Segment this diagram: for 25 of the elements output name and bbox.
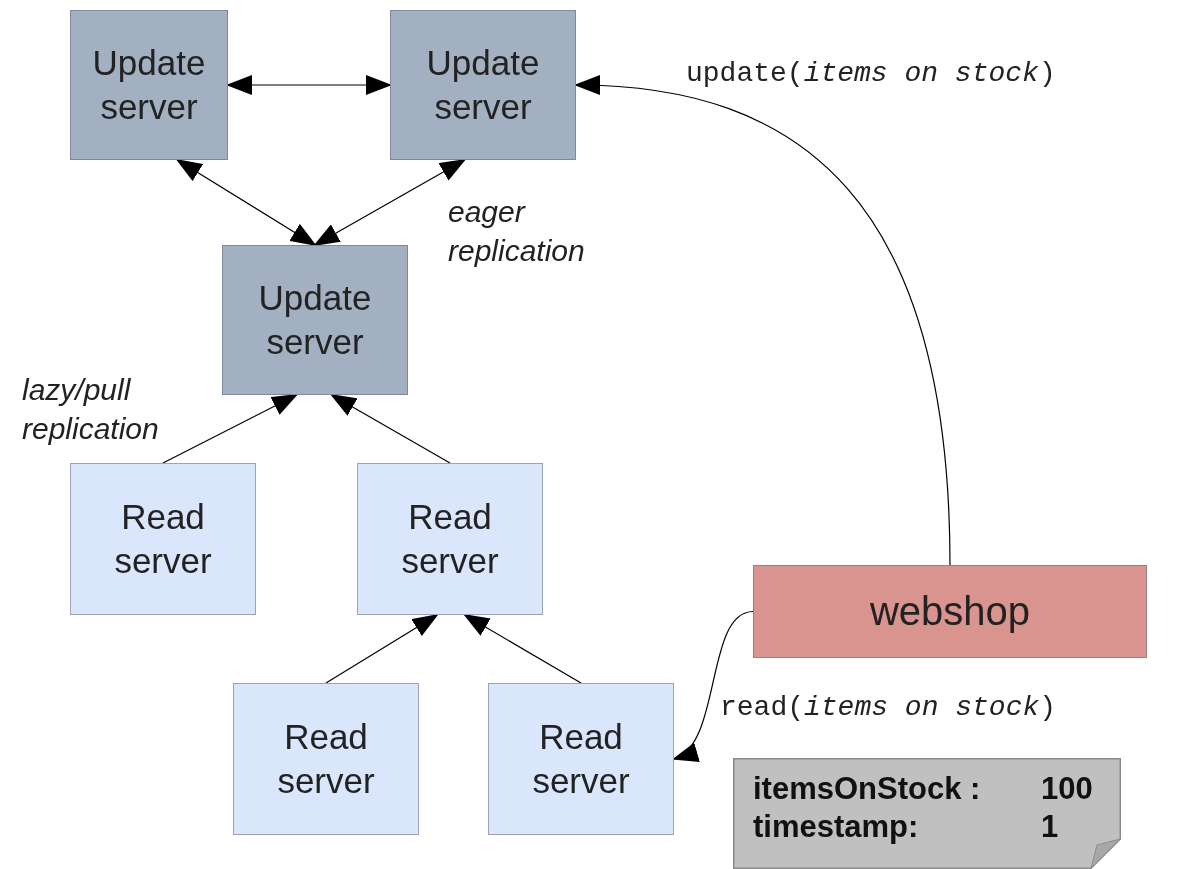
arrow [325,613,439,684]
update-server-box: Update server [70,10,228,160]
read-server-box: Read server [488,683,674,835]
update-server-box: Update server [390,10,576,160]
arrow [672,610,754,760]
webshop-box: webshop [753,565,1147,658]
read-server-box: Read server [70,463,256,615]
read-server-box: Read server [233,683,419,835]
edge-label: eager replication [448,194,586,269]
update-server-box: Update server [222,245,408,395]
arrow [226,75,392,95]
note-key: timestamp: [753,810,919,845]
function-call-label: read(items on stock) [720,692,1057,723]
arrow [313,159,467,246]
note-value: 1 [1041,810,1059,845]
note-key: itemsOnStock : [753,772,981,807]
note-value: 100 [1041,772,1093,807]
arrow [574,76,951,566]
edge-label: lazy/pull replication [22,372,160,447]
arrow [330,394,451,464]
arrow [162,394,299,464]
arrow [463,614,582,684]
arrow [175,158,317,247]
read-server-box: Read server [357,463,543,615]
function-call-label: update(items on stock) [686,58,1056,89]
